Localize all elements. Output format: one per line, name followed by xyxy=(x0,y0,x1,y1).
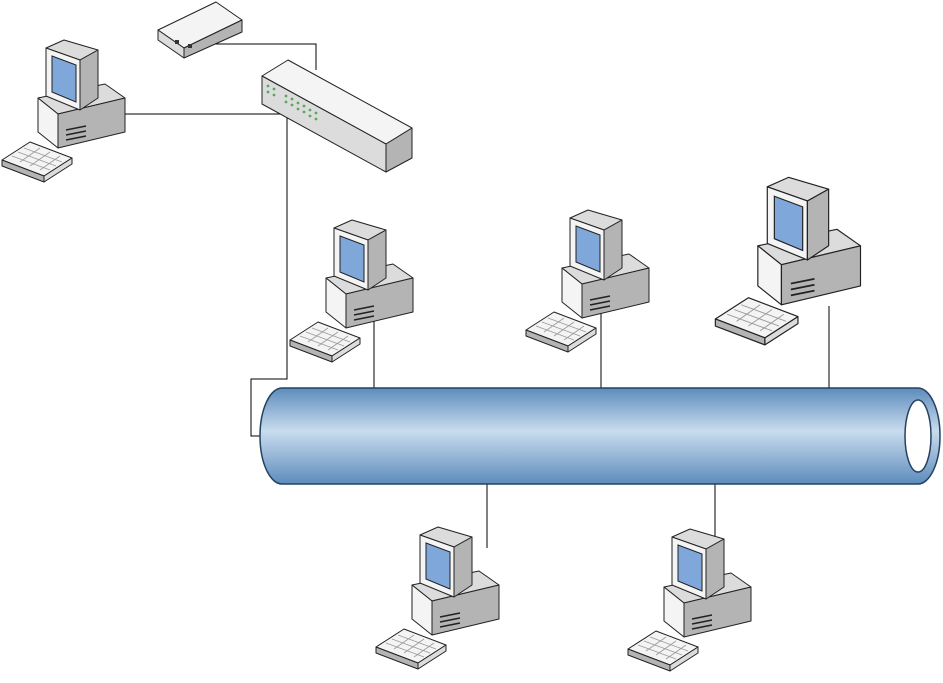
computer-icon-mid-1 xyxy=(289,219,414,363)
computer-icon-bottom-1 xyxy=(375,526,500,670)
computer-icon-mid-2 xyxy=(525,209,650,353)
bus-cable-icon xyxy=(259,387,941,485)
link-modem-hub xyxy=(195,43,317,70)
computer-icon-bottom-2 xyxy=(627,528,752,672)
computer-icon-top-left xyxy=(1,39,126,183)
link-hub-bus xyxy=(250,112,288,437)
hub-icon xyxy=(261,59,413,173)
computer-icon-mid-3 xyxy=(714,176,862,346)
modem-icon xyxy=(157,1,243,59)
